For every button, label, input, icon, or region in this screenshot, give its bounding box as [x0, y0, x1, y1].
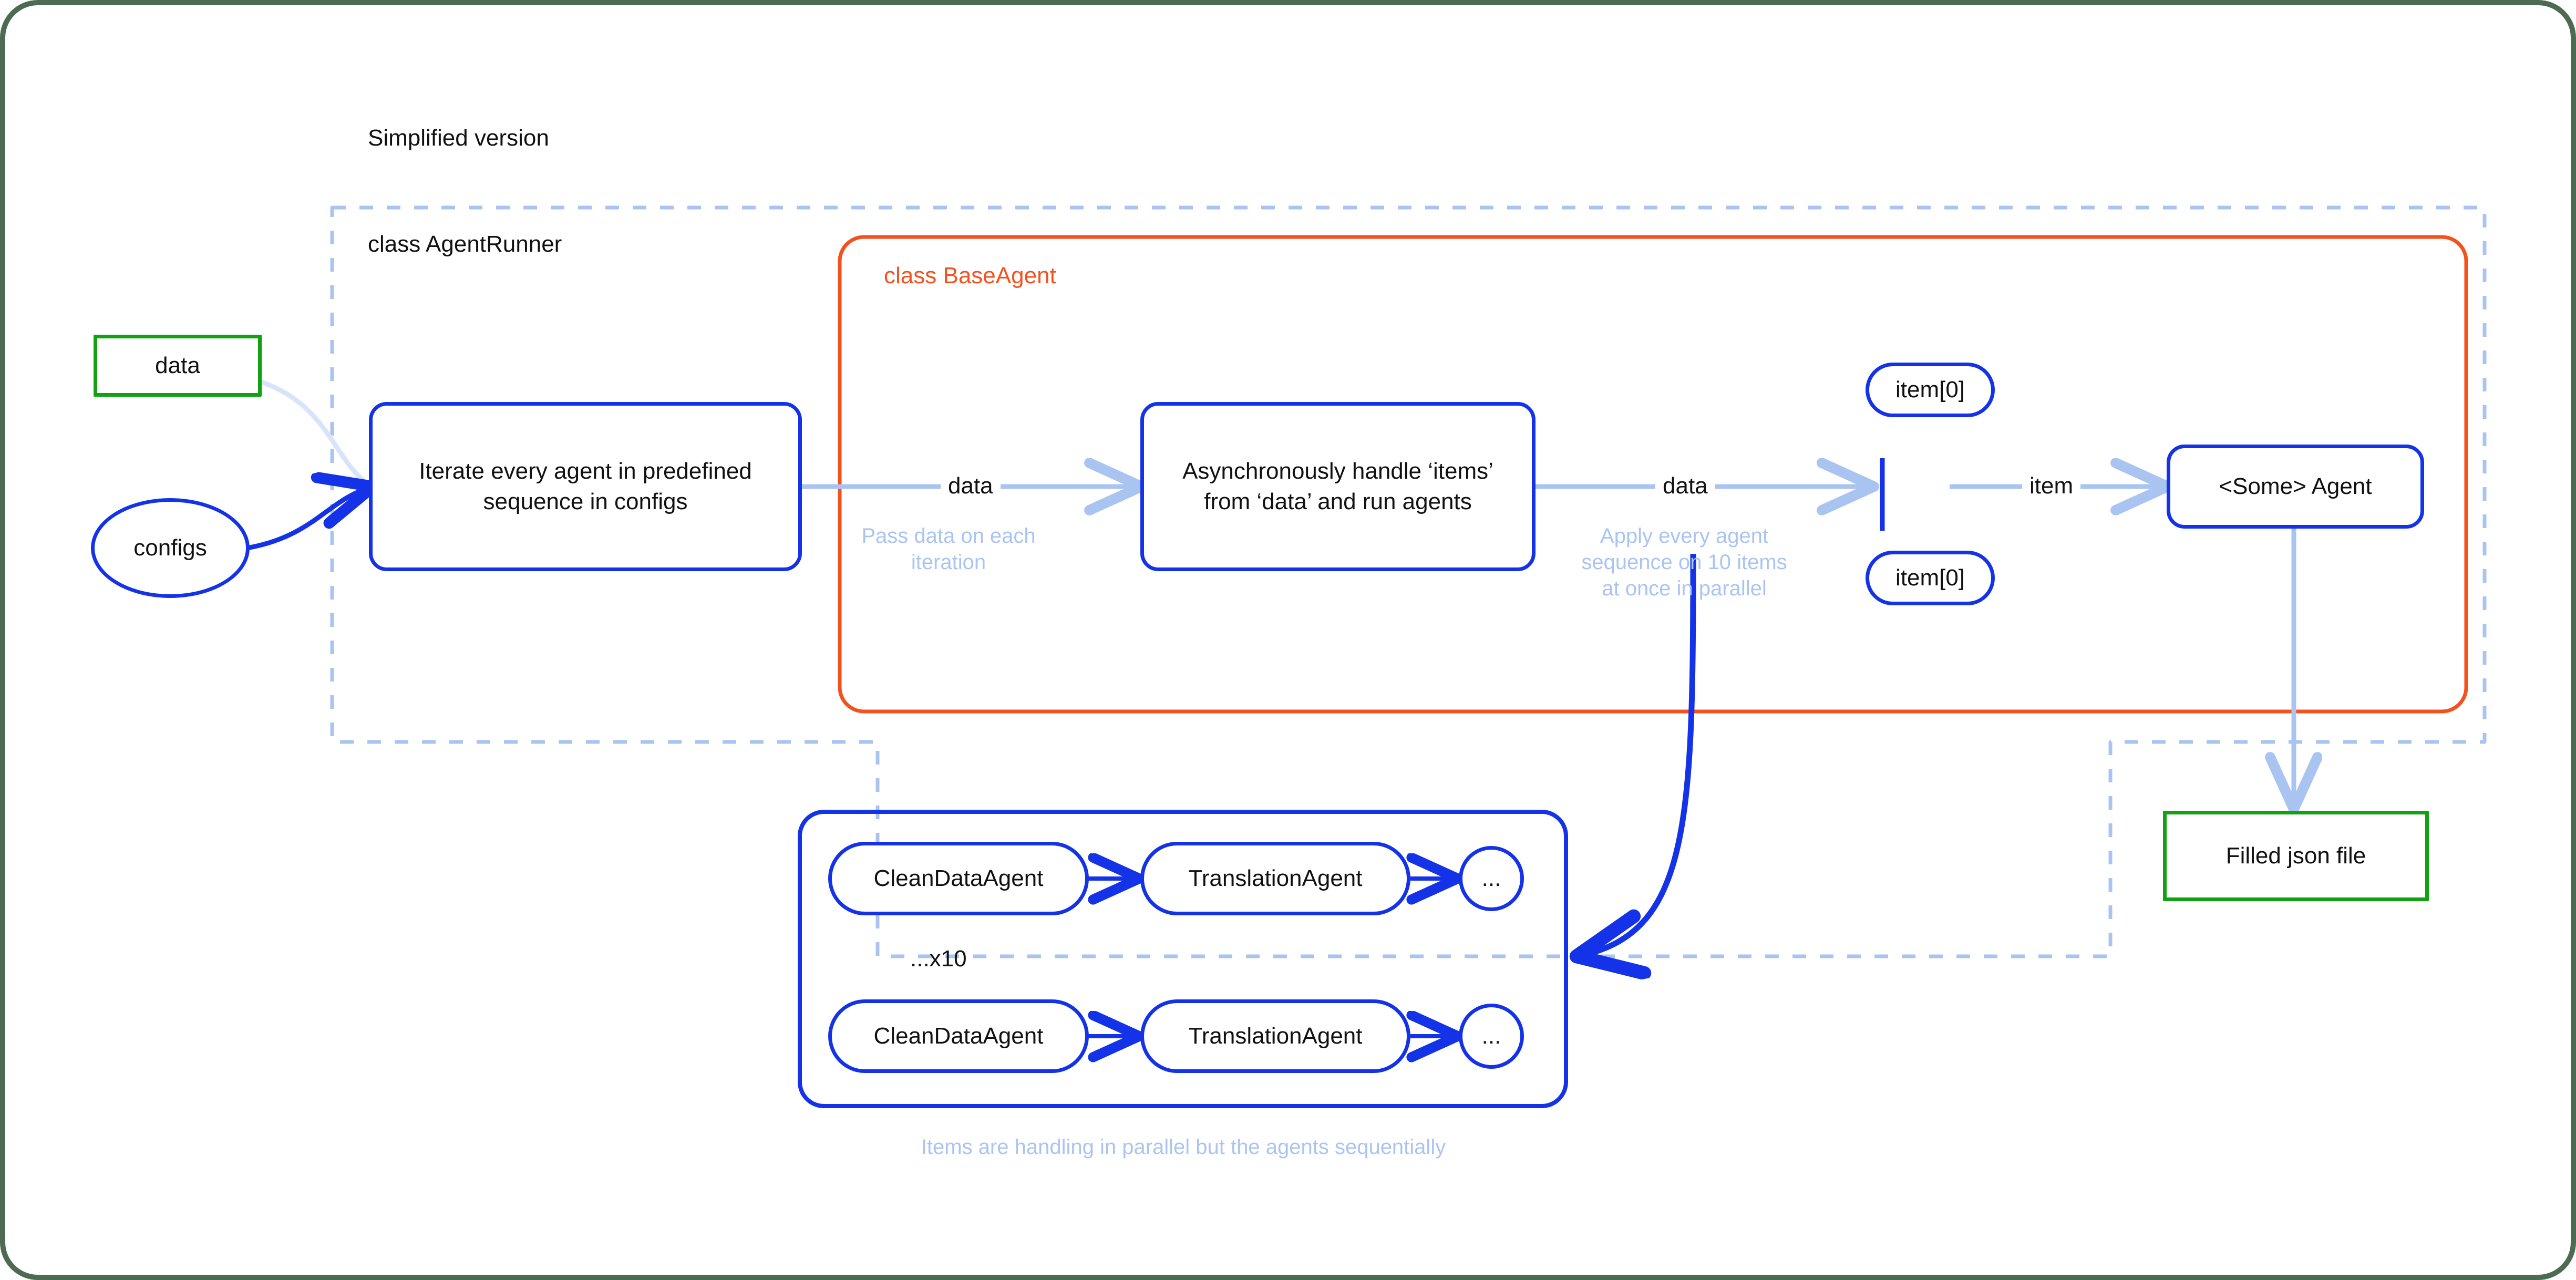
- node-filled-json-file-label: Filled json file: [2225, 843, 2366, 869]
- edge-label-data-to-async: data: [941, 473, 1001, 499]
- agent-runner-container-label: class AgentRunner: [368, 231, 562, 257]
- node-ellipsis-1[interactable]: ...: [1459, 846, 1524, 911]
- node-item-bottom[interactable]: item[0]: [1866, 551, 1995, 605]
- edge-async-to-parallel-box: [1576, 553, 1696, 956]
- node-ellipsis-2-label: ...: [1481, 1023, 1501, 1049]
- node-translation-agent-2[interactable]: TranslationAgent: [1140, 999, 1410, 1073]
- label-repeat-x10: ...x10: [910, 946, 967, 972]
- node-data-input[interactable]: data: [94, 335, 262, 397]
- node-iterate-agents[interactable]: Iterate every agent in predefined sequen…: [369, 402, 802, 571]
- node-clean-data-agent-2[interactable]: CleanDataAgent: [828, 999, 1089, 1073]
- edge-data-to-iterate: [259, 379, 375, 489]
- node-translation-agent-1[interactable]: TranslationAgent: [1140, 842, 1410, 915]
- node-clean-data-agent-2-label: CleanDataAgent: [873, 1023, 1044, 1049]
- node-some-agent[interactable]: <Some> Agent: [2167, 445, 2424, 529]
- edge-label-data-to-items: data: [1655, 473, 1715, 499]
- node-data-input-label: data: [155, 353, 200, 378]
- node-item-top-label: item[0]: [1895, 377, 1965, 402]
- node-filled-json-file[interactable]: Filled json file: [2163, 811, 2429, 901]
- edge-configs-to-iterate: [246, 487, 373, 551]
- agent-runner-container-outline: [330, 205, 2487, 958]
- node-iterate-agents-label: Iterate every agent in predefined sequen…: [419, 458, 752, 514]
- node-clean-data-agent-1[interactable]: CleanDataAgent: [828, 842, 1089, 915]
- node-configs-label: configs: [133, 535, 207, 561]
- node-clean-data-agent-1-label: CleanDataAgent: [873, 865, 1044, 891]
- node-configs[interactable]: configs: [91, 498, 250, 598]
- node-some-agent-label: <Some> Agent: [2219, 473, 2372, 499]
- diagram-title: Simplified version: [368, 125, 549, 151]
- node-translation-agent-2-label: TranslationAgent: [1188, 1023, 1363, 1049]
- node-item-top[interactable]: item[0]: [1866, 363, 1995, 417]
- base-agent-container-label: class BaseAgent: [884, 263, 1056, 288]
- node-async-handle-items[interactable]: Asynchronously handle ‘items’ from ‘data…: [1140, 402, 1536, 571]
- node-translation-agent-1-label: TranslationAgent: [1188, 865, 1363, 891]
- node-ellipsis-2[interactable]: ...: [1459, 1004, 1524, 1069]
- node-item-bottom-label: item[0]: [1895, 565, 1965, 591]
- node-async-handle-items-label: Asynchronously handle ‘items’ from ‘data…: [1182, 458, 1493, 514]
- annotation-pass-data: Pass data on each iteration: [861, 524, 1036, 574]
- connector-layer: [246, 205, 2487, 1108]
- node-ellipsis-1-label: ...: [1481, 865, 1501, 891]
- annotation-apply-every-agent: Apply every agent sequence on 10 items a…: [1581, 524, 1787, 600]
- edge-label-item: item: [2022, 473, 2081, 499]
- annotation-parallel-caption: Items are handling in parallel but the a…: [921, 1136, 1446, 1159]
- diagram-canvas: Simplified version class AgentRunner cla…: [5, 5, 2571, 1275]
